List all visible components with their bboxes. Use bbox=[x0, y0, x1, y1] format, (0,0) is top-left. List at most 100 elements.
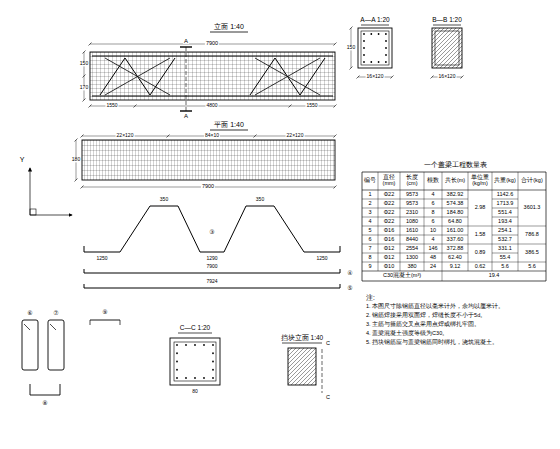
section-b-stirrup bbox=[435, 31, 459, 65]
table-cell: 1610 bbox=[401, 227, 423, 234]
table-cell: 193.4 bbox=[493, 218, 517, 225]
table-rule bbox=[492, 253, 518, 254]
rebar-dot bbox=[363, 40, 365, 42]
drawing-label: ⑥ bbox=[26, 310, 33, 316]
rebar-dot bbox=[212, 369, 214, 371]
table-cell: Φ22 bbox=[379, 191, 399, 198]
table-cell: 1142.6 bbox=[493, 191, 517, 198]
cap-beam-elevation bbox=[90, 52, 335, 100]
dimension-tick bbox=[334, 135, 337, 138]
table-cell: 1080 bbox=[401, 218, 423, 225]
rebar-dot bbox=[378, 61, 380, 63]
drawing-label: 22×120 bbox=[116, 133, 135, 138]
rebar-dot bbox=[176, 361, 178, 363]
table-rule bbox=[442, 172, 443, 281]
table-cell: 184.80 bbox=[443, 209, 467, 216]
table-rule bbox=[424, 172, 425, 271]
table-cell: 9 bbox=[363, 263, 377, 270]
section-c-stirrup bbox=[174, 342, 216, 381]
title-underline bbox=[361, 25, 389, 26]
table-cell: 6 bbox=[425, 200, 441, 207]
dimension-tick bbox=[254, 135, 257, 138]
drawing-label: 立面 1:40 bbox=[213, 23, 245, 30]
axis-origin bbox=[30, 209, 36, 215]
table-rule bbox=[492, 235, 518, 236]
rebar-dot bbox=[363, 33, 365, 35]
note-text: 2. 钢筋焊接采用双面焊，焊缝长度不小于5d。 bbox=[366, 313, 486, 319]
table-header: 直径(mm) bbox=[379, 173, 399, 189]
dimension-tick bbox=[89, 105, 92, 108]
dimension-tick bbox=[431, 76, 434, 79]
dimension-tick bbox=[391, 76, 394, 79]
drawing-label: C bbox=[325, 341, 331, 347]
drawing-label: 平面 1:40 bbox=[213, 121, 245, 128]
rebar-dot bbox=[203, 344, 205, 346]
dimension-tick bbox=[81, 135, 84, 138]
table-header: 长度(cm) bbox=[401, 173, 423, 189]
tie-bar-hook bbox=[90, 320, 91, 325]
table-header: 合计(kg) bbox=[519, 173, 545, 189]
table-cell: 64.80 bbox=[443, 218, 467, 225]
table-cell: 9573 bbox=[401, 191, 423, 198]
drawing-label: ⑤ bbox=[346, 285, 353, 291]
table-cell: 8 bbox=[363, 254, 377, 261]
drawing-label: 1250 bbox=[315, 256, 328, 261]
drawing-label: ⑧ bbox=[41, 400, 48, 406]
drawing-label: 170 bbox=[79, 85, 89, 90]
drawing-label: C bbox=[325, 395, 331, 401]
table-cell: 48 bbox=[425, 254, 441, 261]
rebar-dot bbox=[370, 33, 372, 35]
table-cell: 1.58 bbox=[469, 227, 491, 243]
rebar-dot bbox=[370, 61, 372, 63]
dimension-tick bbox=[167, 135, 170, 138]
rebar-dot bbox=[185, 377, 187, 379]
drawing-label: 7924 bbox=[205, 279, 218, 284]
diagonal-bar bbox=[255, 58, 320, 95]
title-underline bbox=[433, 25, 461, 26]
table-rule bbox=[362, 271, 546, 272]
table-rule bbox=[362, 281, 546, 282]
axis-y bbox=[30, 168, 31, 215]
rebar-dot bbox=[385, 47, 387, 49]
rebar-dot bbox=[176, 352, 178, 354]
bent-bar bbox=[250, 58, 325, 95]
table-cell: 146 bbox=[425, 245, 441, 252]
table-header: 共重(kg) bbox=[493, 173, 517, 189]
table-cell: 1300 bbox=[401, 254, 423, 261]
drawing-label: 22×120 bbox=[286, 133, 305, 138]
drawing-label: 180 bbox=[71, 157, 81, 162]
table-cell: 1713.9 bbox=[493, 200, 517, 207]
table-cell: 574.38 bbox=[443, 200, 467, 207]
table-cell: 4 bbox=[425, 236, 441, 243]
title-underline bbox=[178, 333, 212, 334]
table-cell: 386.5 bbox=[519, 245, 545, 261]
drawing-label: ④ bbox=[346, 270, 353, 276]
rebar-dot bbox=[363, 61, 365, 63]
table-cell: 337.60 bbox=[443, 236, 467, 243]
drawing-label: B—B 1:20 bbox=[431, 17, 463, 24]
table-cell: 9573 bbox=[401, 200, 423, 207]
drawing-label: 150 bbox=[79, 61, 89, 66]
table-cell: 551.4 bbox=[493, 209, 517, 216]
table-cell: 0.62 bbox=[469, 263, 491, 270]
diagonal-bar bbox=[255, 58, 320, 95]
table-cell: 786.8 bbox=[519, 227, 545, 243]
table-rule bbox=[378, 172, 379, 271]
rebar-dot bbox=[185, 344, 187, 346]
table-rule bbox=[546, 172, 547, 281]
drawing-label: 1550 bbox=[105, 103, 118, 108]
drawing-label: 1290 bbox=[205, 256, 218, 261]
table-cell: 254.1 bbox=[493, 227, 517, 234]
note-text: 3. 主筋与箍筋交叉点采用点焊或绑扎牢固。 bbox=[366, 322, 480, 328]
section-a-outline bbox=[358, 28, 392, 68]
drawing-label: A—A 1:20 bbox=[359, 17, 390, 24]
drawing-label: 4800 bbox=[205, 103, 218, 108]
table-rule bbox=[492, 199, 518, 200]
table-cell: 382.92 bbox=[443, 191, 467, 198]
drawing-label: 350 bbox=[255, 197, 265, 202]
dimension-tick bbox=[83, 51, 86, 54]
table-rule bbox=[492, 172, 493, 271]
rebar-dot bbox=[385, 54, 387, 56]
drawing-label: 7900 bbox=[205, 41, 219, 47]
